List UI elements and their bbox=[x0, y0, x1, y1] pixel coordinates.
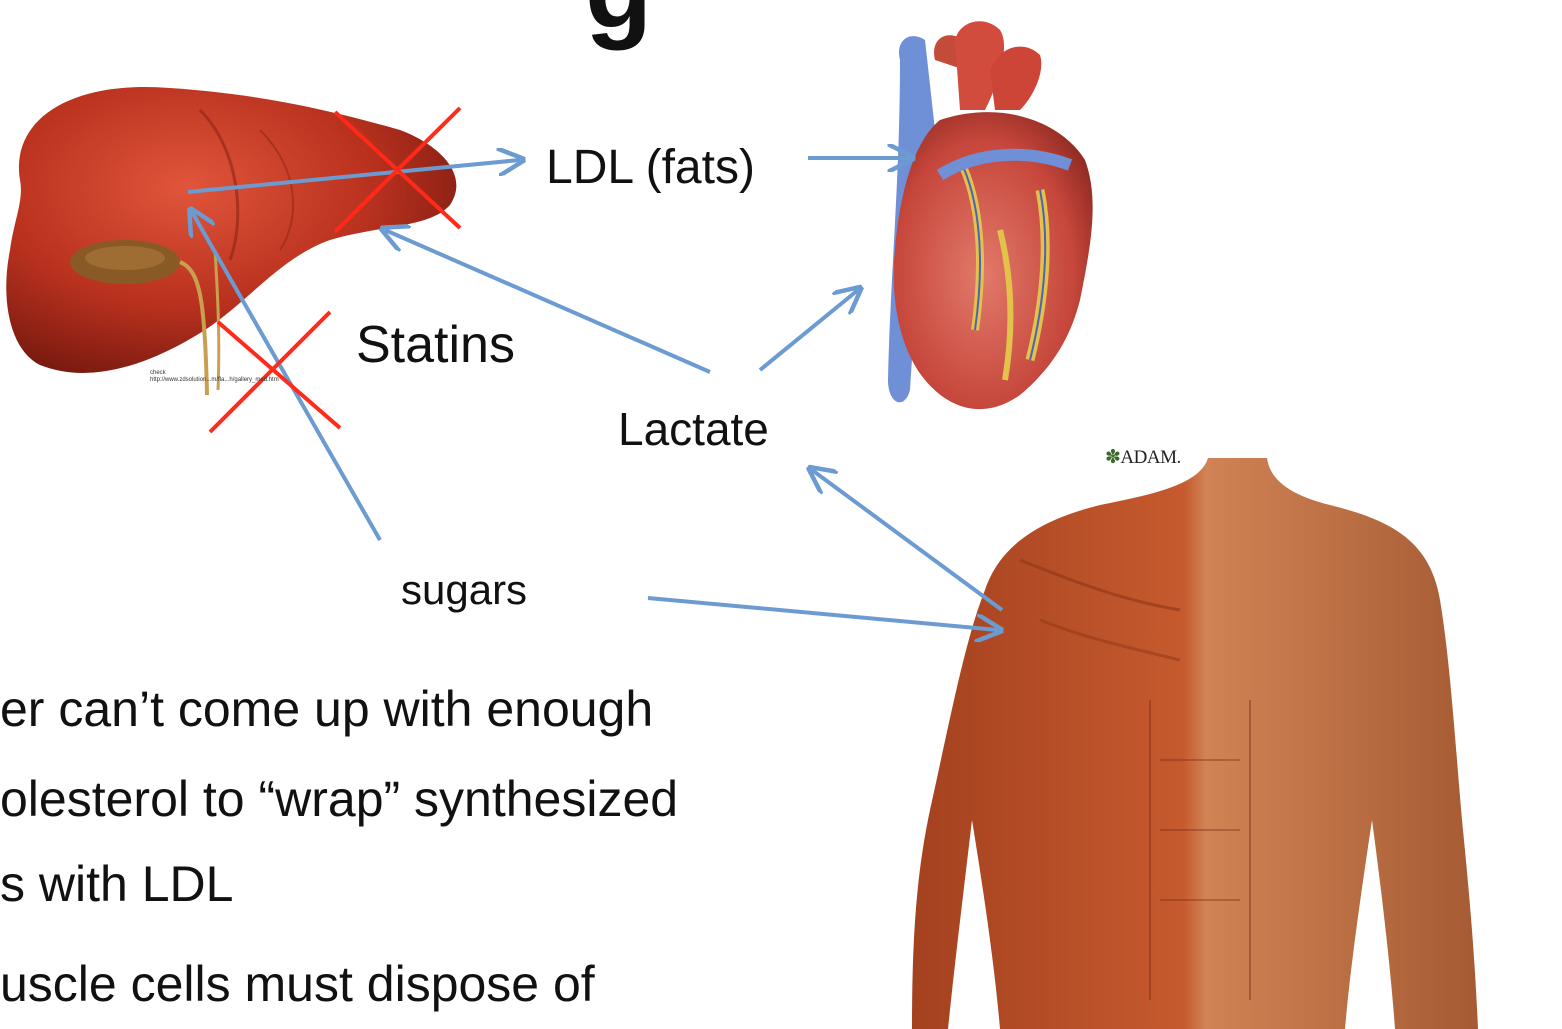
body-text-line-3: s with LDL bbox=[0, 855, 233, 913]
adam-star-icon: ✽ bbox=[1105, 447, 1120, 468]
credit-line-2: http://www.zdsolution...m/fla...h/galler… bbox=[150, 377, 279, 384]
torso-illustration bbox=[912, 458, 1478, 1029]
statins-label: Statins bbox=[356, 315, 515, 375]
sugars-label: sugars bbox=[401, 566, 527, 614]
image-credit: check http://www.zdsolution...m/fla...h/… bbox=[150, 370, 279, 384]
body-text-line-1: er can’t come up with enough bbox=[0, 680, 653, 738]
arrow-lactate-to-heart bbox=[760, 290, 858, 370]
ldl-label: LDL (fats) bbox=[546, 140, 755, 195]
heart-illustration bbox=[888, 21, 1093, 409]
arrow-muscle-to-lactate bbox=[812, 470, 1002, 610]
body-text-line-2: olesterol to “wrap” synthesized bbox=[0, 770, 678, 828]
credit-line-1: check bbox=[150, 370, 279, 377]
body-text-line-4: uscle cells must dispose of bbox=[0, 955, 595, 1013]
adam-watermark: ✽ADAM. bbox=[1105, 446, 1181, 469]
lactate-label: Lactate bbox=[618, 402, 769, 456]
arrow-sugars-to-muscle bbox=[648, 598, 998, 630]
